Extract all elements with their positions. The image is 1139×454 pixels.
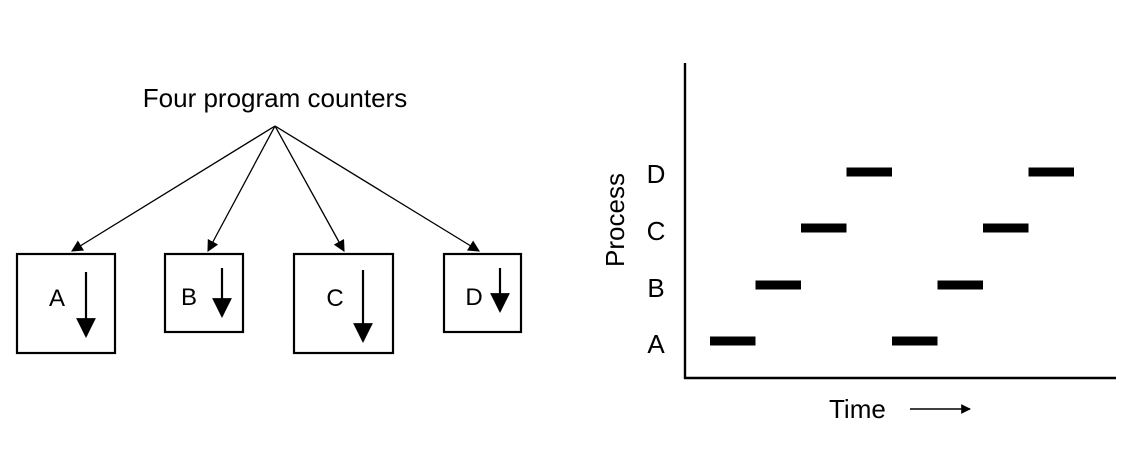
pointer-arrow-c bbox=[274, 125, 345, 253]
process-box-b: B bbox=[163, 252, 245, 334]
pointer-arrow-d bbox=[274, 125, 480, 252]
process-box-c-frame bbox=[292, 252, 395, 355]
process-timeline-chart: Process Time A B C D bbox=[600, 63, 1116, 424]
process-tick-label-a: A bbox=[647, 329, 665, 359]
x-axis-label: Time bbox=[829, 394, 886, 424]
process-box-a-label: A bbox=[49, 285, 65, 312]
process-tick-label-c: C bbox=[647, 216, 666, 246]
program-counters-diagram: Four program counters A B C bbox=[15, 83, 523, 355]
process-tick-label-b: B bbox=[647, 273, 664, 303]
process-box-d-frame bbox=[442, 252, 523, 334]
y-axis-label: Process bbox=[600, 173, 630, 267]
process-box-c: C bbox=[292, 252, 395, 355]
process-box-a-frame bbox=[15, 252, 117, 355]
process-box-b-frame bbox=[163, 252, 245, 334]
process-box-a: A bbox=[15, 252, 117, 355]
process-box-d-label: D bbox=[465, 284, 482, 311]
process-box-c-label: C bbox=[326, 285, 343, 312]
process-box-d: D bbox=[442, 252, 523, 334]
counter-pointers bbox=[71, 125, 480, 253]
pointer-arrow-a bbox=[71, 125, 276, 252]
process-box-b-label: B bbox=[181, 284, 197, 311]
diagram-caption: Four program counters bbox=[143, 83, 407, 113]
process-tick-label-d: D bbox=[647, 159, 666, 189]
timeline-segments bbox=[710, 167, 1074, 346]
pointer-arrow-b bbox=[207, 125, 276, 253]
